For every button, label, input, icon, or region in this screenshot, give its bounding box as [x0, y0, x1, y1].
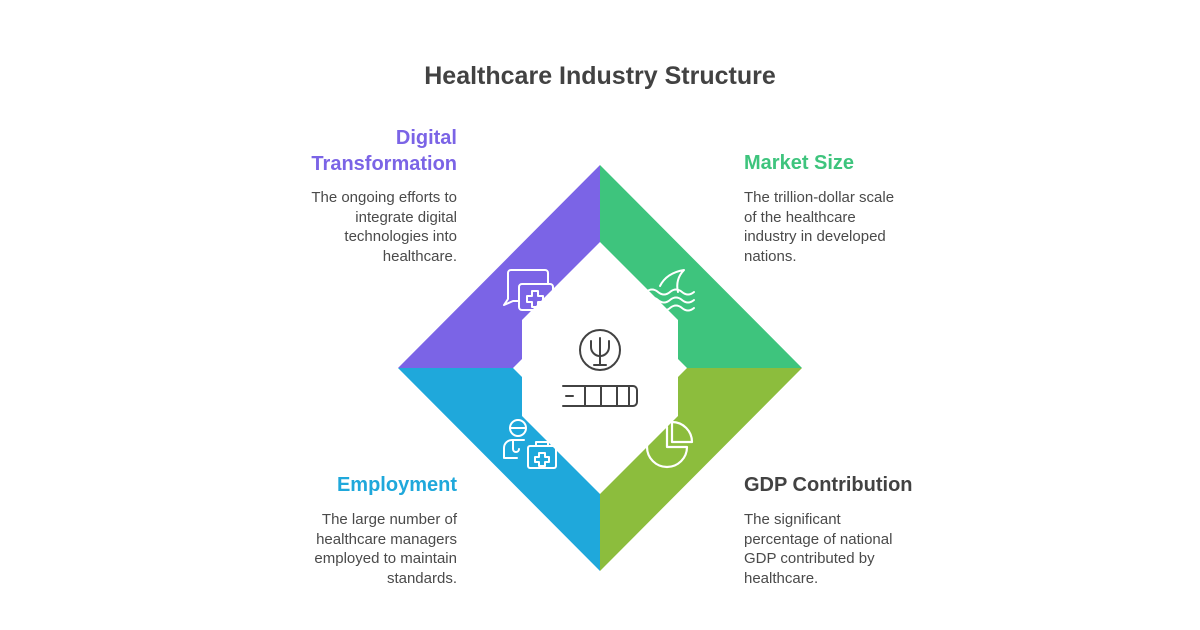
- chat-medical-cross-icon: [503, 269, 554, 315]
- description-line: standards.: [386, 569, 457, 587]
- digital-transformation-heading: Digital Transformation: [311, 125, 457, 177]
- gdp-contribution-description: The significant percentage of national G…: [744, 510, 892, 588]
- doctor-medical-bag-icon: [503, 419, 557, 469]
- description-line: employed to maintain: [314, 550, 457, 567]
- quadrant-gdp-contribution: [600, 368, 802, 571]
- description-line: integrate digital: [355, 208, 457, 226]
- description-line: GDP contributed by: [744, 550, 875, 567]
- quadrant-market-size: [600, 165, 802, 368]
- digital-transformation-description: The ongoing efforts to integrate digital…: [311, 188, 457, 266]
- employment-heading: Employment: [336, 474, 457, 496]
- quadrant-digital-transformation: [398, 165, 600, 368]
- digital-transformation-heading-line1: Digital: [395, 127, 457, 149]
- description-line: industry in developed: [744, 228, 886, 245]
- market-size-heading: Market Size: [744, 152, 855, 174]
- description-line: nations.: [744, 247, 797, 265]
- description-line: percentage of national: [744, 530, 893, 548]
- center-diamond: [513, 281, 687, 455]
- description-line: healthcare managers: [316, 530, 457, 548]
- description-line: healthcare.: [744, 569, 819, 587]
- description-line: of the healthcare: [744, 208, 856, 226]
- description-line: healthcare.: [382, 247, 457, 265]
- quadrant-employment: [398, 368, 600, 571]
- description-line: The significant: [744, 511, 841, 528]
- description-line: The large number of: [321, 511, 457, 528]
- gdp-contribution-heading: GDP Contribution: [744, 474, 913, 496]
- digital-transformation-heading-line2: Transformation: [311, 153, 457, 175]
- psi-book-icon: [562, 329, 638, 407]
- market-size-description: The trillion-dollar scale of the healthc…: [744, 188, 894, 266]
- description-line: technologies into: [344, 228, 457, 245]
- page-title: Healthcare Industry Structure: [424, 62, 776, 90]
- description-line: The trillion-dollar scale: [744, 189, 895, 206]
- description-line: The ongoing efforts to: [311, 189, 457, 206]
- employment-description: The large number of healthcare managers …: [314, 510, 457, 588]
- shark-fin-waves-icon: [645, 269, 695, 312]
- pie-chart-icon: [645, 420, 694, 469]
